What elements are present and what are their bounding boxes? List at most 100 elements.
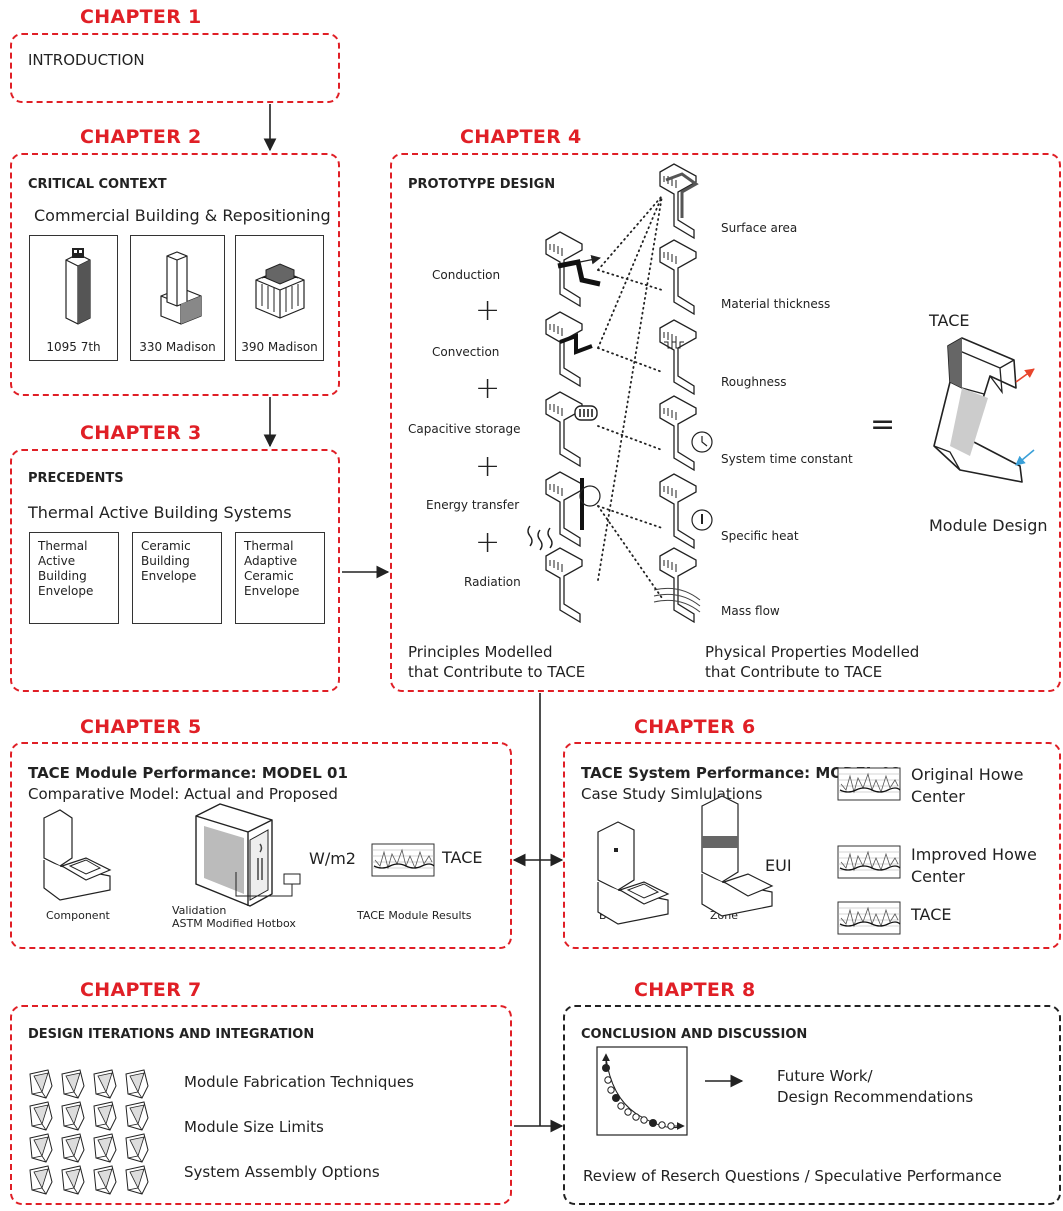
tace-module-3d [933,337,1035,483]
card-line: Envelope [244,584,300,598]
principle-modules [527,231,601,623]
tile-grid [29,1069,149,1195]
dotted-connectors [597,195,663,599]
chapter-1-box: INTRODUCTION [10,33,340,103]
chapter-5-heading: CHAPTER 5 [80,716,202,738]
property-label: Mass flow [721,604,780,618]
validation-line: Validation [172,904,227,917]
chapter-3-box: PRECEDENTS Thermal Active Building Syste… [10,449,340,692]
card-line: Ceramic [244,569,294,583]
property-label: Material thickness [721,297,831,311]
card-line: Envelope [141,569,197,583]
building-label: 330 Madison [139,340,216,354]
chapter-6-box: TACE System Performance: MODEL 02 Case S… [563,742,1061,949]
card-line: Thermal [244,539,294,553]
validation-line: ASTM Modified Hotbox [172,917,296,930]
future-line: Design Recommendations [777,1088,974,1106]
critical-context-title: CRITICAL CONTEXT [28,177,167,192]
design-iterations-title: DESIGN ITERATIONS AND INTEGRATION [28,1027,315,1042]
chapter-7-heading: CHAPTER 7 [80,979,202,1001]
output-line: Original Howe [911,765,1024,784]
output-original: Original Howe Center [911,764,1023,808]
card-line: Building [38,569,87,583]
module-design-label: Module Design [929,516,1048,535]
principle-label: Radiation [464,575,521,589]
prototype-design-title: PROTOTYPE DESIGN [408,177,556,192]
plus-sign: + [475,525,501,560]
building-label: 1095 7th [46,340,101,354]
tower-building-icon [65,248,91,325]
caption-line: Physical Properties Modelled [705,643,920,661]
chapter-5-box: TACE Module Performance: MODEL 01 Compar… [10,742,512,949]
building-card-390-madison: 390 Madison [235,235,324,361]
caption-line: that Contribute to TACE [705,663,883,681]
chapter-5-graphics [43,803,435,907]
principle-label: Capacitive storage [408,422,521,436]
performance-curve-plot [596,1046,688,1136]
iteration-item: Module Size Limits [184,1118,324,1136]
review-label: Review of Reserch Questions / Speculativ… [583,1167,1002,1185]
principle-label: Convection [432,345,500,359]
output-improved: Improved Howe Center [911,844,1037,888]
chapter-4-box: PROTOTYPE DESIGN Conduction + Convection… [390,153,1061,692]
critical-context-subtitle: Commercial Building & Repositioning [34,206,331,225]
building-card-330-madison: 330 Madison [130,235,225,361]
output-line: Improved Howe [911,845,1037,864]
principle-label: Energy transfer [426,498,520,512]
chapter-6-heading: CHAPTER 6 [634,716,756,738]
chapter-4-heading: CHAPTER 4 [460,126,582,148]
precedent-card-ceramic: Ceramic Building Envelope [132,532,222,624]
output-line: Center [911,867,965,886]
module-results-label: TACE Module Results [357,909,472,922]
chapter-7-box: DESIGN ITERATIONS AND INTEGRATION Module… [10,1005,512,1205]
card-line: Envelope [38,584,94,598]
plus-sign: + [475,371,501,406]
output-line: Center [911,787,965,806]
future-work-label: Future Work/ Design Recommendations [777,1066,973,1108]
flow-arrows [263,104,744,1133]
validation-label: Validation ASTM Modified Hotbox [172,904,296,930]
property-label: Specific heat [721,529,799,543]
chapter-3-heading: CHAPTER 3 [80,422,202,444]
precedents-title: PRECEDENTS [28,471,124,486]
tace-result-label: TACE [442,848,483,867]
equals-sign: = [870,407,896,442]
chapter-1-heading: CHAPTER 1 [80,6,202,28]
block-building-icon [255,263,305,319]
card-line: Active [38,554,76,568]
precedents-subtitle: Thermal Active Building Systems [28,503,292,522]
future-line: Future Work/ [777,1067,873,1085]
iteration-item: System Assembly Options [184,1163,380,1181]
chapter-6-graphics [597,767,901,935]
caption-line: that Contribute to TACE [408,663,586,681]
component-label: Component [46,909,110,922]
card-line: Ceramic [141,539,191,553]
property-label: System time constant [721,452,853,466]
unit-label: W/m2 [309,849,356,868]
tace-label: TACE [929,311,970,330]
chapter-8-box: CONCLUSION AND DISCUSSION Future Work/ D… [563,1005,1061,1205]
eui-label: EUI [765,856,792,875]
building-label: 390 Madison [241,340,318,354]
model-01-subtitle: Comparative Model: Actual and Proposed [28,785,338,803]
chapter-2-box: CRITICAL CONTEXT Commercial Building & R… [10,153,340,396]
building-card-1095-7th: 1095 7th [29,235,118,361]
plus-sign: + [475,449,501,484]
conclusion-title: CONCLUSION AND DISCUSSION [581,1027,808,1042]
caption-line: Principles Modelled [408,643,553,661]
precedent-card-tabe: Thermal Active Building Envelope [29,532,119,624]
card-line: Building [141,554,190,568]
plus-sign: + [475,293,501,328]
output-tace: TACE [911,905,952,924]
model-02-title: TACE System Performance: MODEL 02 [581,764,902,782]
chapter-8-heading: CHAPTER 8 [634,979,756,1001]
property-modules [653,163,713,623]
property-label: Roughness [721,375,787,389]
properties-caption: Physical Properties Modelled that Contri… [705,642,919,682]
chapter-2-heading: CHAPTER 2 [80,126,202,148]
card-line: Adaptive [244,554,298,568]
setback-building-icon [160,251,202,325]
principle-label: Conduction [432,268,501,282]
iteration-item: Module Fabrication Techniques [184,1073,414,1091]
